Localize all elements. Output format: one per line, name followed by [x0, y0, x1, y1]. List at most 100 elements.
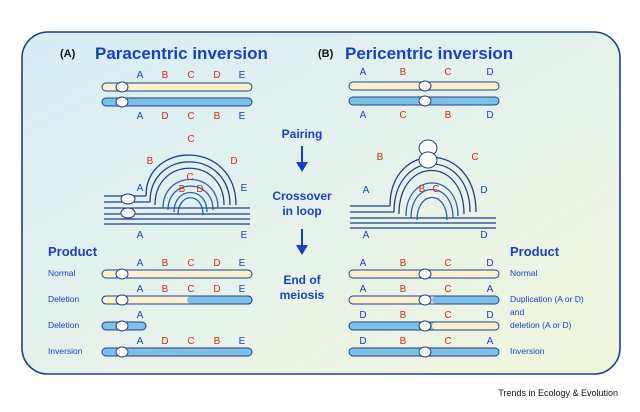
chromosome-normal: [101, 82, 253, 92]
gene-label: C: [444, 258, 451, 269]
gene-label: C: [187, 284, 194, 295]
gene-label: C: [444, 67, 451, 78]
centromere: [120, 193, 136, 205]
product-heading: Product: [48, 244, 98, 259]
gene-label: D: [213, 284, 220, 295]
gene-label: D: [486, 310, 493, 321]
centromere: [418, 346, 432, 358]
chromosome-segment: [187, 296, 252, 304]
gene-label: D: [486, 110, 493, 121]
step-crossover-line1: Crossover: [272, 189, 332, 203]
chromosome: [101, 269, 253, 279]
gene-label: A: [360, 67, 367, 78]
centromere: [115, 81, 129, 93]
chromosome: [101, 347, 253, 357]
panel-a-letter: (A): [60, 48, 76, 60]
gene-label: A: [137, 258, 144, 269]
gene-label: B: [400, 284, 407, 295]
centromere: [418, 80, 432, 92]
gene-label: D: [161, 336, 168, 347]
gene-label: A: [137, 336, 144, 347]
centromere: [115, 96, 129, 108]
centromere: [115, 294, 129, 306]
gene-label: D: [480, 185, 487, 196]
step-crossover-line2: in loop: [282, 204, 321, 218]
gene-label: D: [213, 70, 220, 81]
product-label: Inversion: [48, 346, 83, 356]
centromere: [418, 95, 432, 107]
gene-label: B: [400, 67, 407, 78]
panel-a-title: Paracentric inversion: [95, 44, 268, 63]
down-arrow-icon: [296, 146, 308, 172]
centromere: [418, 320, 432, 332]
centromere: [115, 346, 129, 358]
gene-label: A: [487, 284, 494, 295]
gene-label: D: [230, 156, 237, 167]
step-end-line2: meiosis: [280, 288, 325, 302]
gene-label: B: [445, 110, 452, 121]
gene-label: E: [239, 258, 246, 269]
gene-label: D: [480, 230, 487, 241]
step-pairing: Pairing: [282, 127, 323, 141]
gene-label: A: [137, 183, 144, 194]
centromere: [115, 320, 129, 332]
gene-label: A: [137, 70, 144, 81]
gene-label: C: [444, 310, 451, 321]
diagram-panel: [21, 31, 621, 375]
gene-label: D: [486, 258, 493, 269]
panel-b-products: Product A B C D Normal A B C A D B C D D…: [348, 244, 584, 358]
chromosome-segment: [432, 322, 499, 330]
gene-label: C: [399, 110, 406, 121]
gene-label: A: [137, 310, 144, 321]
gene-label: A: [363, 230, 370, 241]
panel-a-products: Product Normal A B C D E Deletion A B C …: [48, 244, 253, 358]
gene-label: A: [487, 336, 494, 347]
gene-label: A: [360, 258, 367, 269]
gene-label: B: [400, 310, 407, 321]
gene-label: D: [213, 258, 220, 269]
centromere: [418, 151, 438, 169]
gene-label: C: [186, 172, 193, 183]
gene-label: E: [239, 284, 246, 295]
gene-label: C: [187, 111, 194, 122]
centromere: [115, 268, 129, 280]
gene-label: E: [239, 336, 246, 347]
gene-label: D: [196, 184, 203, 195]
product-label-line1: Duplication (A or D): [510, 294, 584, 304]
gene-label: D: [486, 67, 493, 78]
gene-label: B: [214, 111, 221, 122]
product-heading: Product: [510, 244, 560, 259]
product-label-line3: deletion (A or D): [510, 320, 572, 330]
product-label: Normal: [510, 268, 538, 278]
gene-label: A: [137, 230, 144, 241]
panel-a-loop-fill: C B D C B D A E A E: [120, 134, 248, 241]
step-end-line1: End of: [283, 273, 321, 287]
chromosome-inverted: [101, 97, 253, 107]
gene-label: C: [187, 134, 194, 145]
gene-label: B: [147, 156, 154, 167]
gene-label: B: [179, 184, 186, 195]
gene-label: C: [471, 152, 478, 163]
gene-label: C: [187, 336, 194, 347]
product-label: Normal: [48, 268, 76, 278]
product-label: Deletion: [48, 320, 79, 330]
chromosome-segment: [432, 296, 499, 304]
gene-label: C: [444, 336, 451, 347]
gene-label: D: [359, 336, 366, 347]
gene-label: A: [137, 284, 144, 295]
gene-label: A: [363, 185, 370, 196]
gene-label: A: [137, 111, 144, 122]
gene-label: E: [239, 70, 246, 81]
panel-a-pair: A B C D E A D C B E: [101, 70, 253, 122]
process-steps: Pairing Crossover in loop End of meiosis: [272, 127, 332, 302]
gene-label: B: [419, 184, 426, 195]
product-label-line2: and: [510, 307, 524, 317]
gene-label: D: [161, 111, 168, 122]
gene-label: B: [162, 258, 169, 269]
gene-label: B: [400, 258, 407, 269]
centromere: [418, 268, 432, 280]
gene-label: C: [187, 70, 194, 81]
gene-label: E: [241, 230, 248, 241]
journal-credit: Trends in Ecology & Evolution: [498, 388, 618, 398]
